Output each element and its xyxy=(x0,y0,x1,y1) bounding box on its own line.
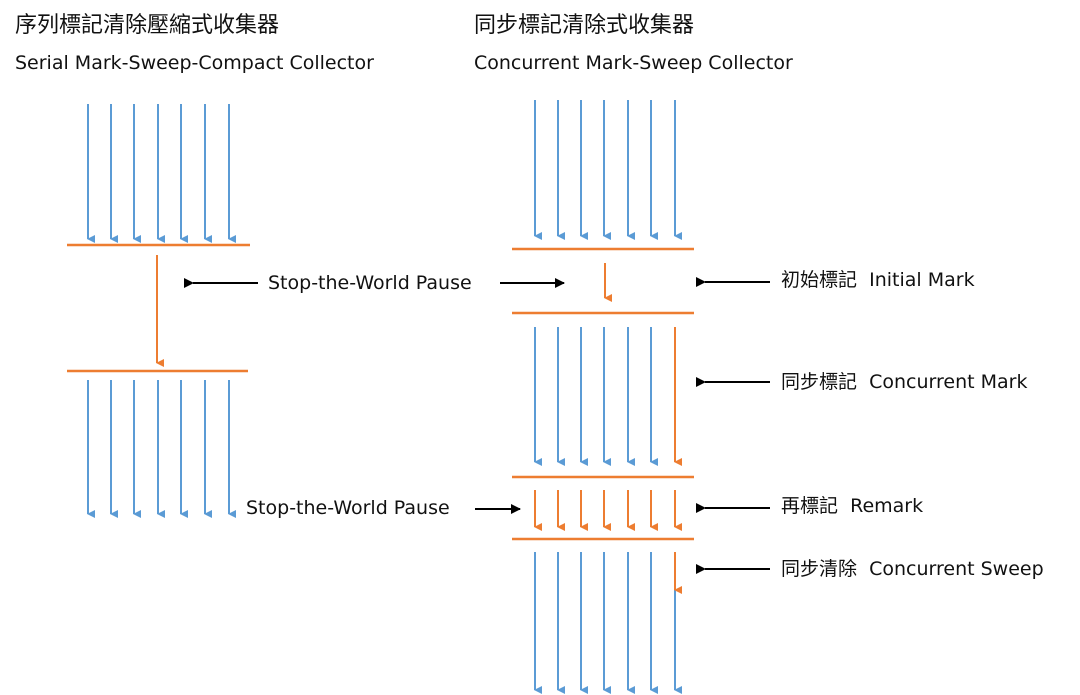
phase-label-initial-mark: 初始標記 Initial Mark xyxy=(781,271,975,290)
phase-en: Initial Mark xyxy=(869,269,975,291)
phase-zh: 初始標記 xyxy=(781,269,858,291)
phase-en: Concurrent Sweep xyxy=(869,558,1044,580)
label-pointers xyxy=(184,277,770,574)
phase-en: Remark xyxy=(850,495,924,517)
concurrent-title-zh: 同步標記清除式收集器 xyxy=(474,13,695,38)
serial-collector-diagram xyxy=(67,104,250,518)
concurrent-title-en: Concurrent Mark-Sweep Collector xyxy=(474,52,793,74)
phase-en: Concurrent Mark xyxy=(869,371,1028,393)
phase-zh: 同步標記 xyxy=(781,371,858,393)
phase-label-concurrent-mark: 同步標記 Concurrent Mark xyxy=(781,373,1027,392)
serial-title-en: Serial Mark-Sweep-Compact Collector xyxy=(15,52,374,74)
phase-label-concurrent-sweep: 同步清除 Concurrent Sweep xyxy=(781,560,1044,579)
serial-pause-label-1: Stop-the-World Pause xyxy=(268,272,472,294)
phase-label-remark: 再標記 Remark xyxy=(781,497,923,516)
phase-zh: 再標記 xyxy=(781,495,839,517)
serial-pause-label-2: Stop-the-World Pause xyxy=(246,497,450,519)
phase-zh: 同步清除 xyxy=(781,558,858,580)
concurrent-collector-diagram xyxy=(512,100,694,694)
serial-title-zh: 序列標記清除壓縮式收集器 xyxy=(15,13,280,38)
